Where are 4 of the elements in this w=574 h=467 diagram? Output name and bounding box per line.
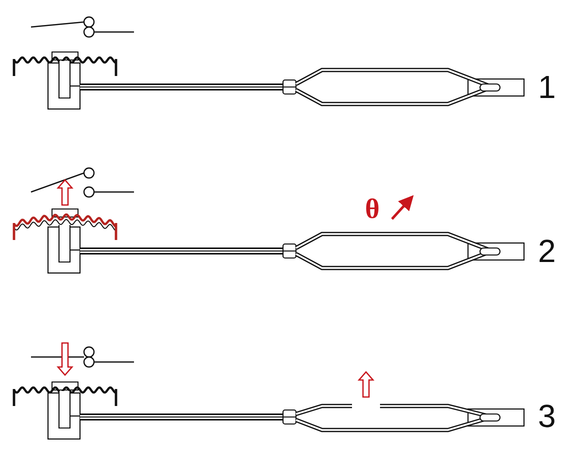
step-number: 1 <box>538 71 556 103</box>
step-number: 2 <box>538 235 556 267</box>
step-number: 3 <box>538 400 556 432</box>
temperature-symbol: θ <box>365 196 380 224</box>
